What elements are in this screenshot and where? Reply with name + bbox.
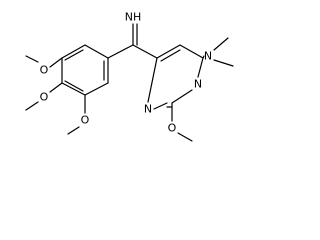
o-mid-bond <box>49 82 63 93</box>
benzene-2 <box>84 82 109 96</box>
o-top-methyl <box>25 55 39 63</box>
atom-o-methoxy-top: O <box>40 64 49 77</box>
pyr-1 <box>156 44 181 59</box>
o-top-bond <box>49 57 63 68</box>
pyr-6 <box>147 57 158 103</box>
bond-c-pyrimidine <box>132 44 158 59</box>
atom-o-methoxy-middle: O <box>40 91 49 104</box>
amine-methyl-2 <box>213 59 234 67</box>
benzene-6 <box>84 44 109 59</box>
pyr-5 <box>153 102 168 110</box>
amine-methyl-1 <box>213 37 229 51</box>
pyr-inner-1 <box>160 49 181 62</box>
o-mid-methyl <box>25 101 39 111</box>
pyr-3 <box>197 57 204 78</box>
atom-amine-n: N <box>204 50 212 63</box>
atom-ring-n-upper: N <box>194 78 202 91</box>
amine-bond <box>202 55 205 59</box>
atom-ring-n-lower: N <box>144 103 152 116</box>
o-pyr-methyl <box>177 132 193 142</box>
chemical-structure: NH N N N O O O O <box>25 11 234 142</box>
benzene-5 <box>61 44 86 59</box>
atom-o-pyrimidine-methoxy: O <box>168 122 177 135</box>
pyr-2 <box>179 44 204 59</box>
pyr-4 <box>171 89 193 104</box>
atom-labels: NH N N N O O O O <box>40 11 212 135</box>
atom-imine-nh: NH <box>125 11 142 24</box>
o-bottom-methyl <box>67 126 80 135</box>
atom-o-methoxy-bottom: O <box>81 114 90 127</box>
benzene-3 <box>61 82 86 96</box>
benzene-inner-3 <box>64 49 84 61</box>
benzene-inner-2 <box>64 80 84 92</box>
bonds <box>25 23 234 142</box>
bond-c-benzene <box>107 44 134 59</box>
